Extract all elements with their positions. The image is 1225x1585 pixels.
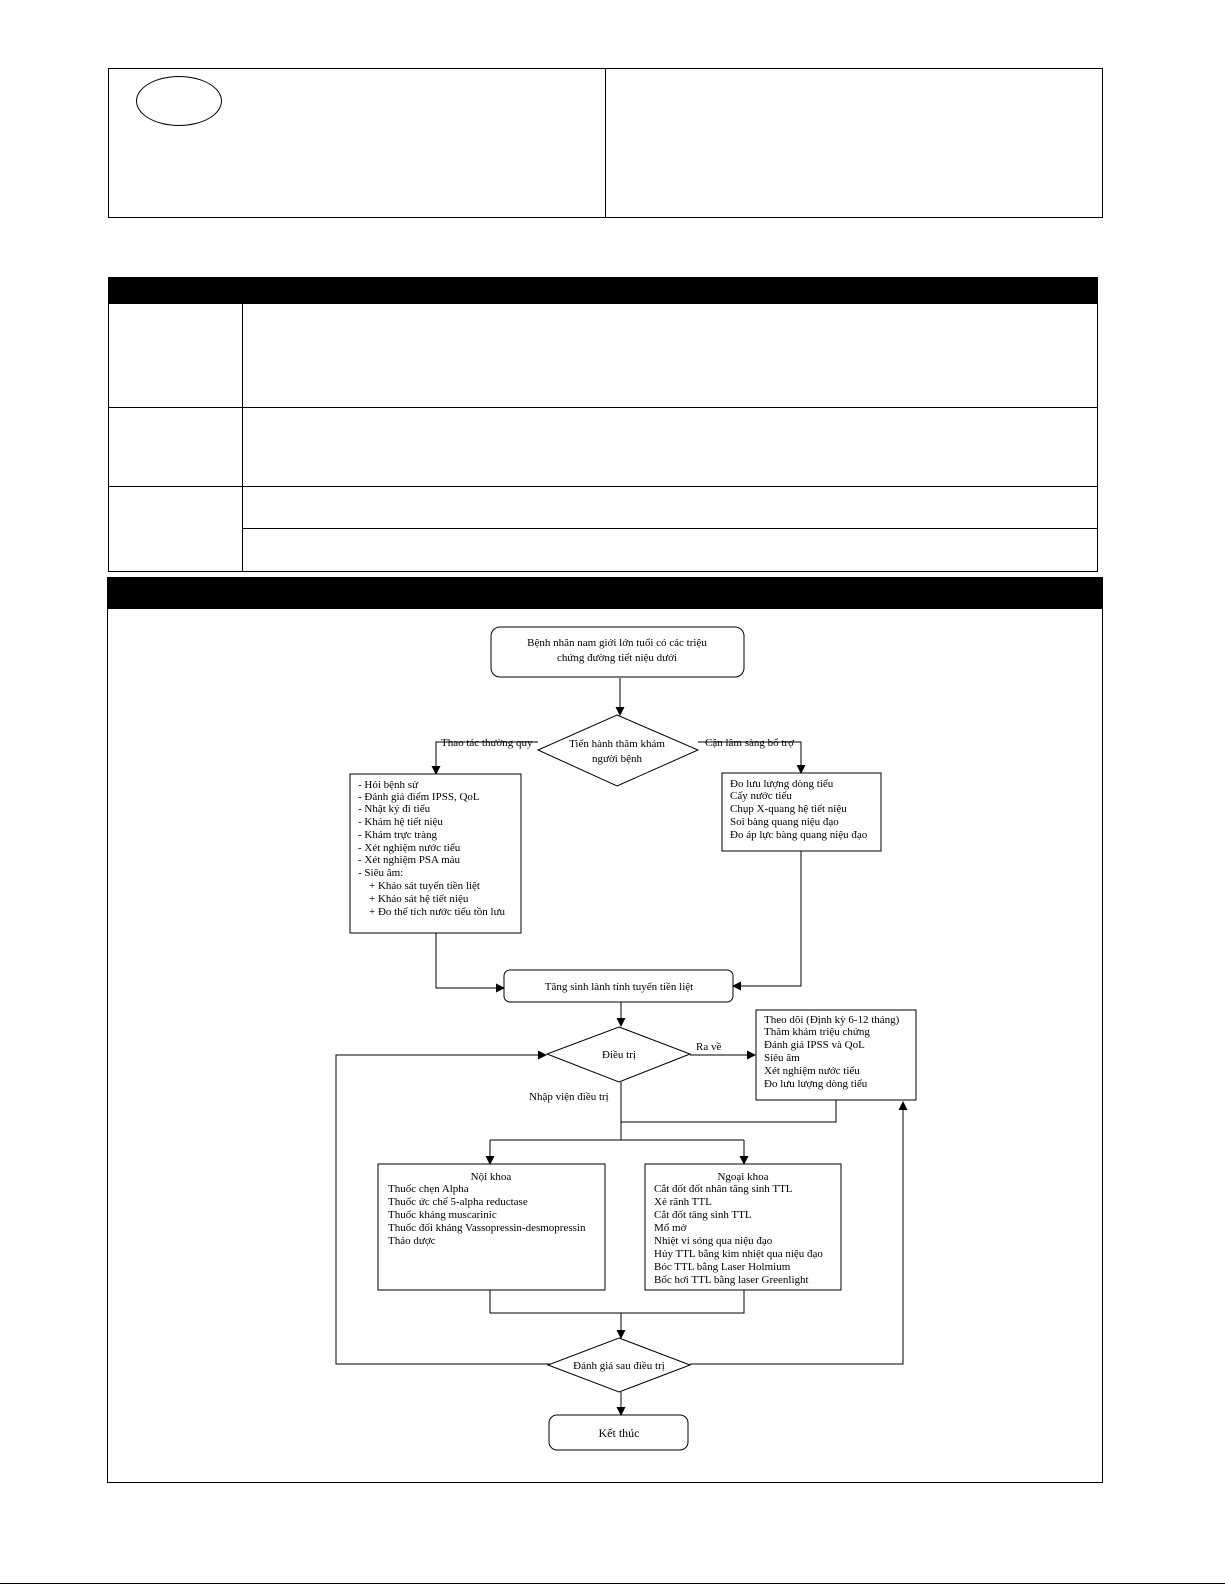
end-text: Kết thúc	[599, 1426, 640, 1440]
paraclinical-box	[721, 772, 882, 852]
medical-text: Nội khoa Thuốc chẹn Alpha Thuốc ức chế 5…	[388, 1171, 586, 1247]
arrow-eval-to-followup	[690, 1101, 908, 1365]
surgical-title: Ngoại khoa	[717, 1171, 768, 1183]
routine-item: - Nhật ký đi tiểu	[358, 803, 431, 815]
paraclinical-item: Đo lưu lượng dòng tiểu	[730, 778, 834, 790]
diagnosis-node	[503, 969, 734, 1003]
info-table-column-divider	[242, 303, 243, 572]
surgical-item: Bóc TTL bằng Laser Holmium	[654, 1261, 791, 1273]
header-divider	[605, 68, 606, 218]
edge-admit-label: Nhập viện điều trị	[529, 1091, 609, 1103]
paraclinical-item: Đo áp lực bàng quang niệu đạo	[730, 829, 868, 841]
surgical-item: Hủy TTL bằng kim nhiệt qua niệu đạo	[654, 1248, 823, 1260]
medical-item: Thảo dược	[388, 1235, 436, 1247]
start-node	[490, 626, 745, 678]
medical-item: Thuốc đối kháng Vassopressin-desmopressi…	[388, 1222, 586, 1234]
routine-item: - Khám trực tràng	[358, 829, 437, 841]
info-table-row-divider-1	[108, 407, 1098, 408]
routine-item: - Xét nghiệm PSA máu	[358, 854, 461, 866]
surgical-box	[644, 1163, 842, 1291]
routine-subitem: + Khảo sát hệ tiết niệu	[369, 893, 469, 905]
paraclinical-item: Soi bàng quang niệu đạo	[730, 816, 839, 828]
line-medical-merge	[489, 1290, 745, 1314]
surgical-item: Cắt đốt đốt nhân tăng sinh TTL	[654, 1183, 793, 1195]
page-bottom-rule	[0, 1583, 1225, 1584]
decision-exam	[536, 714, 700, 787]
arrow-paraclinical-to-diagnosis	[732, 851, 802, 991]
start-line-1: Bệnh nhân nam giới lớn tuổi có các triệu	[527, 637, 707, 649]
followup-item: Theo dõi (Định kỳ 6-12 tháng)	[764, 1014, 900, 1026]
routine-item: - Xét nghiệm nước tiểu	[358, 842, 461, 854]
flowchart-frame	[107, 608, 1103, 1483]
flowchart-header-bar	[107, 577, 1103, 609]
followup-item: Thăm khám triệu chứng	[764, 1026, 870, 1038]
arrow-exam-to-routine	[431, 741, 538, 775]
arrow-exam-to-paraclinical	[698, 741, 806, 774]
info-table-row-divider-2	[108, 486, 1098, 487]
arrow-routine-to-diagnosis	[435, 933, 505, 993]
decision-eval-text: Đánh giá sau điều trị	[573, 1360, 665, 1372]
followup-item: Siêu âm	[764, 1052, 800, 1064]
surgical-item: Xẻ rãnh TTL	[654, 1196, 712, 1208]
arrow-eval-loop-to-treat	[335, 1050, 553, 1365]
edge-right-label: Cận lâm sàng bổ trợ	[705, 737, 794, 749]
routine-text: - Hỏi bệnh sử - Đánh giá điểm IPSS, QoL …	[358, 779, 506, 918]
line-followup-return	[621, 1100, 837, 1123]
routine-subitem: + Khảo sát tuyến tiền liệt	[369, 880, 480, 892]
edge-discharge-label: Ra về	[696, 1041, 721, 1053]
routine-item: - Siêu âm:	[358, 867, 403, 879]
medical-item: Thuốc ức chế 5-alpha reductase	[388, 1196, 528, 1208]
followup-text: Theo dõi (Định kỳ 6-12 tháng) Thăm khám …	[764, 1014, 900, 1090]
decision-treat-text: Điều trị	[602, 1049, 636, 1061]
medical-item: Thuốc chẹn Alpha	[388, 1183, 469, 1195]
surgical-item: Cắt đốt tăng sinh TTL	[654, 1209, 752, 1221]
shapes	[349, 626, 917, 1451]
start-text: Bệnh nhân nam giới lớn tuổi có các triệu…	[527, 637, 707, 664]
paraclinical-item: Chụp X-quang hệ tiết niệu	[730, 803, 847, 815]
start-line-2: chứng đường tiết niệu dưới	[557, 652, 677, 664]
info-table-header-bar	[108, 277, 1098, 304]
routine-subitem: + Đo thể tích nước tiểu tồn lưu	[369, 906, 506, 918]
surgical-item: Nhiệt vi sóng qua niệu đạo	[654, 1235, 773, 1247]
logo-ellipse	[136, 76, 222, 126]
routine-box	[349, 773, 522, 934]
followup-item: Đánh giá IPSS và QoL	[764, 1039, 865, 1051]
routine-item: - Hỏi bệnh sử	[358, 779, 419, 791]
paraclinical-text: Đo lưu lượng dòng tiểu Cấy nước tiểu Chụ…	[730, 778, 868, 841]
paraclinical-item: Cấy nước tiểu	[730, 790, 792, 802]
routine-item: - Khám hệ tiết niệu	[358, 816, 443, 828]
info-table-row-divider-3	[242, 528, 1098, 529]
edge-left-label: Thao tác thường quy	[441, 737, 533, 749]
surgical-item: Bốc hơi TTL bằng laser Greenlight	[654, 1274, 809, 1286]
followup-item: Đo lưu lượng dòng tiểu	[764, 1078, 868, 1090]
medical-box	[377, 1163, 606, 1291]
followup-box	[755, 1009, 917, 1101]
decision-exam-line-2: người bệnh	[592, 753, 642, 765]
connectors	[335, 678, 908, 1416]
followup-item: Xét nghiệm nước tiểu	[764, 1065, 860, 1077]
medical-title: Nội khoa	[471, 1171, 512, 1183]
surgical-item: Mổ mở	[654, 1222, 687, 1234]
routine-item: - Đánh giá điểm IPSS, QoL	[358, 791, 480, 803]
decision-eval	[546, 1337, 692, 1393]
surgical-text: Ngoại khoa Cắt đốt đốt nhân tăng sinh TT…	[654, 1171, 823, 1286]
end-node	[548, 1414, 689, 1451]
diagnosis-text: Tăng sinh lành tính tuyến tiền liệt	[545, 981, 693, 993]
info-table	[108, 303, 1098, 572]
medical-item: Thuốc kháng muscarinic	[388, 1209, 497, 1221]
decision-treat	[545, 1026, 692, 1083]
decision-exam-line-1: Tiến hành thăm khám	[569, 738, 665, 750]
